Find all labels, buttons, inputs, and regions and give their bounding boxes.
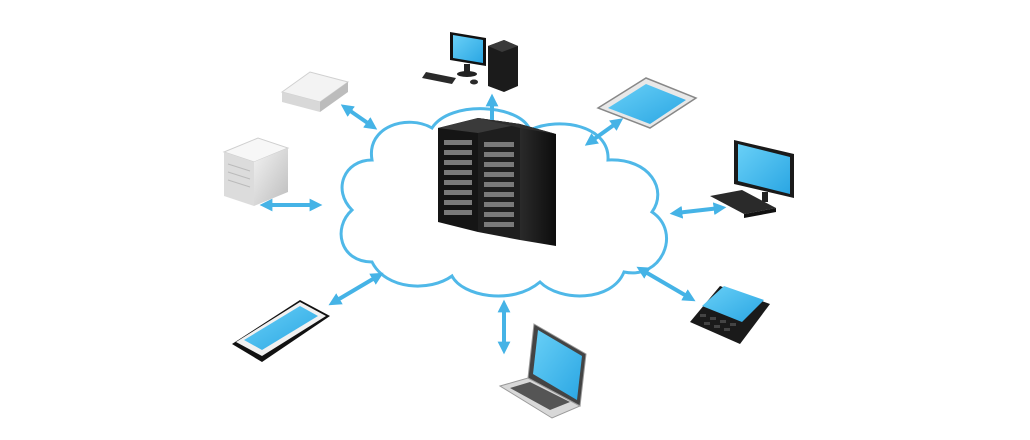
arrow-desktop-monitor bbox=[669, 202, 727, 219]
arrow-network-appliance bbox=[340, 104, 378, 130]
smartphone-keyboard bbox=[690, 286, 770, 344]
arrow-smartphone bbox=[328, 272, 384, 306]
network-appliance bbox=[280, 71, 350, 112]
connection-arrows bbox=[259, 93, 727, 355]
arrow-smartphone-keyboard bbox=[636, 266, 696, 302]
arrow-tablet bbox=[584, 118, 624, 146]
desktop-monitor bbox=[710, 140, 794, 218]
desktop-computer bbox=[422, 32, 518, 92]
tower-server bbox=[222, 137, 290, 206]
laptop bbox=[498, 323, 587, 419]
tablet bbox=[596, 77, 698, 129]
smartphone bbox=[232, 300, 330, 362]
server-rack bbox=[438, 118, 556, 246]
